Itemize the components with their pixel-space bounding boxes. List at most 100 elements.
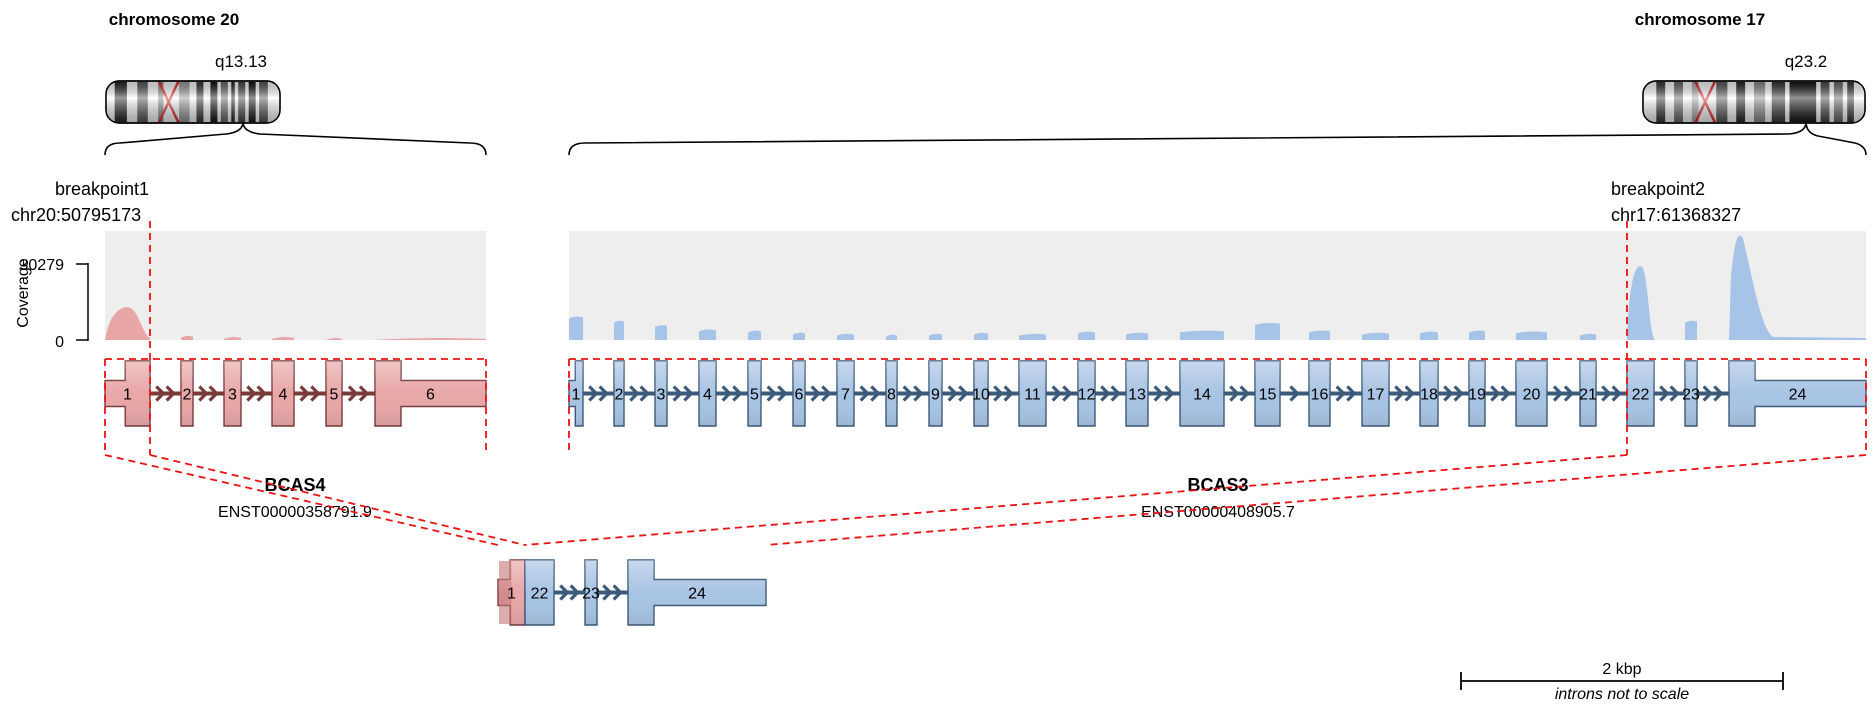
strand-arrow <box>155 385 166 402</box>
coverage-axis-title: Coverage <box>15 258 32 327</box>
exon-label: 1 <box>507 586 516 603</box>
exon: 7 <box>836 360 855 427</box>
exon-gloss <box>1078 361 1095 426</box>
strand-arrow <box>602 584 613 601</box>
gene2-coverage-track <box>569 235 1866 340</box>
exon-coverage <box>1685 320 1697 340</box>
exon: 3 <box>654 360 668 427</box>
exon-gloss <box>1126 361 1148 426</box>
exon: 24 <box>1728 360 1867 427</box>
exon-label: 22 <box>1632 387 1650 404</box>
exon-label: 2 <box>183 387 192 404</box>
exon-coverage <box>655 325 667 340</box>
exon-gloss <box>1362 361 1389 426</box>
strand-arrow <box>1289 385 1300 402</box>
exon-label: 18 <box>1420 387 1438 404</box>
chromosome1-band: q13.13 <box>215 52 267 71</box>
chromosome1-ideogram <box>105 80 281 124</box>
strand-arrow <box>913 385 924 402</box>
strand-arrow <box>256 385 267 402</box>
exon: 2 <box>613 360 625 427</box>
exon-coverage <box>793 332 805 340</box>
exon-gloss <box>181 361 193 426</box>
gene2-to-fusion-right-guide <box>765 454 1867 546</box>
exon-gloss <box>974 361 988 426</box>
strand-arrow <box>766 385 777 402</box>
strand-arrow <box>1601 385 1612 402</box>
strand-arrow <box>1229 385 1240 402</box>
exon-coverage <box>748 330 761 340</box>
exon: 23 <box>1682 360 1700 427</box>
exon-label: 24 <box>1789 387 1807 404</box>
exon-coverage <box>974 332 988 340</box>
strand-arrow <box>1239 385 1250 402</box>
exon-label: 11 <box>1024 387 1041 404</box>
exon: 1 <box>568 360 584 427</box>
strand-arrow <box>1453 385 1464 402</box>
exon-gloss <box>1685 361 1697 426</box>
strand-arrow <box>777 385 788 402</box>
strand-arrow <box>1164 385 1175 402</box>
strand-arrow <box>1153 385 1164 402</box>
exon: 5 <box>325 360 343 427</box>
exon: 8 <box>885 360 898 427</box>
exon-coverage <box>1309 330 1330 340</box>
strand-arrow <box>1051 385 1062 402</box>
exon: 15 <box>1254 360 1281 427</box>
exon: 16 <box>1308 360 1331 427</box>
exon-gloss <box>1019 361 1046 426</box>
exon: 10 <box>972 360 990 427</box>
strand-arrow <box>1062 385 1073 402</box>
exon: 20 <box>1515 360 1548 427</box>
exon-label: 9 <box>931 387 940 404</box>
exon-coverage <box>1078 331 1095 340</box>
strand-arrow <box>208 385 219 402</box>
exon-coverage <box>1729 235 1866 340</box>
strand-arrow <box>821 385 832 402</box>
exon: 6 <box>792 360 806 427</box>
strand-arrow <box>1611 385 1622 402</box>
exon-coverage <box>1469 330 1485 340</box>
exon-gloss <box>837 361 854 426</box>
strand-arrow <box>1394 385 1405 402</box>
exon-coverage <box>1255 322 1280 340</box>
strand-arrow <box>958 385 969 402</box>
strand-arrow <box>165 385 176 402</box>
exon-gloss <box>326 361 342 426</box>
exon-coverage <box>929 333 942 340</box>
exon-gloss <box>1516 361 1547 426</box>
exon-coverage <box>1516 331 1547 340</box>
exon-label: 10 <box>972 387 990 404</box>
exon-gloss <box>1627 361 1654 426</box>
strand-arrow <box>1346 385 1357 402</box>
strand-arrow <box>588 385 599 402</box>
strand-arrow <box>198 385 209 402</box>
exon: 4 <box>698 360 717 427</box>
strand-arrow <box>1702 385 1713 402</box>
strand-arrow <box>1490 385 1501 402</box>
exon: 12 <box>1077 360 1096 427</box>
exon-coverage <box>1019 333 1046 340</box>
exon-label: 8 <box>887 387 896 404</box>
exon: 6 <box>374 360 487 427</box>
exon-coverage <box>1420 331 1438 340</box>
gene1-transcript-id: ENST00000358791.9 <box>218 504 372 521</box>
strand-arrow <box>612 584 623 601</box>
exon-label: 4 <box>279 387 288 404</box>
exon-coverage <box>1180 330 1224 340</box>
exon-label: 3 <box>657 387 666 404</box>
exon-gloss <box>929 361 942 426</box>
exon: 18 <box>1419 360 1439 427</box>
strand-arrow <box>1335 385 1346 402</box>
strand-arrow <box>1500 385 1511 402</box>
exon: 14 <box>1179 360 1225 427</box>
exon-coverage <box>569 316 583 340</box>
exon: 13 <box>1125 360 1149 427</box>
exon-gloss <box>1309 361 1330 426</box>
exon: 23 <box>582 559 600 626</box>
strand-arrow <box>1003 385 1014 402</box>
strand-arrow <box>1404 385 1415 402</box>
strand-arrow <box>993 385 1004 402</box>
